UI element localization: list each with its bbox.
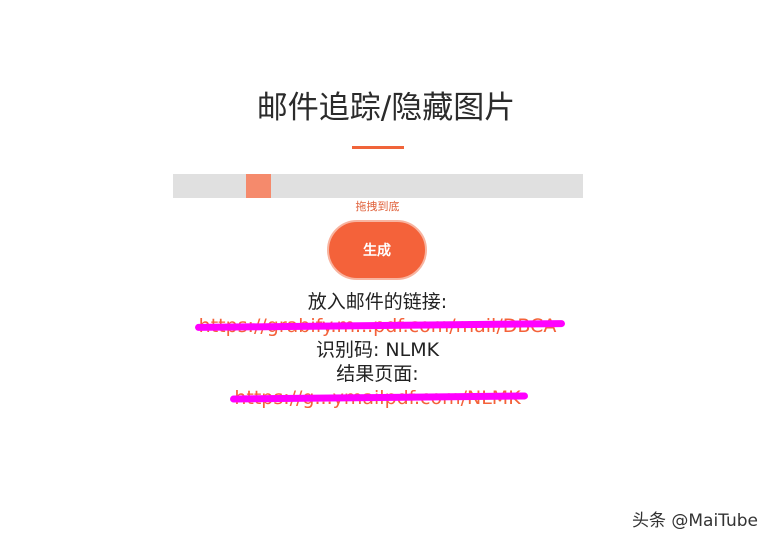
- watermark: 头条 @MaiTube: [631, 511, 758, 531]
- mail-link-label: 放入邮件的链接:: [307, 291, 448, 313]
- page-title: 邮件追踪/隐藏图片: [256, 90, 516, 126]
- code-label: 识别码: NLMK: [315, 339, 440, 361]
- title-underline: [352, 146, 404, 149]
- slider-thumb[interactable]: [246, 174, 272, 198]
- slider-hint: 拖拽到底: [355, 200, 400, 213]
- result-link[interactable]: https://g...ymailpdf.com/NLMK: [234, 387, 521, 409]
- result-page-label: 结果页面:: [336, 363, 419, 385]
- slider-track[interactable]: [173, 174, 583, 198]
- generate-button[interactable]: 生成: [327, 220, 427, 280]
- result-section: 放入邮件的链接: https://grabify.m...pdf.com/mai…: [0, 290, 755, 410]
- mail-link[interactable]: https://grabify.m...pdf.com/mail/DBCA: [198, 315, 557, 337]
